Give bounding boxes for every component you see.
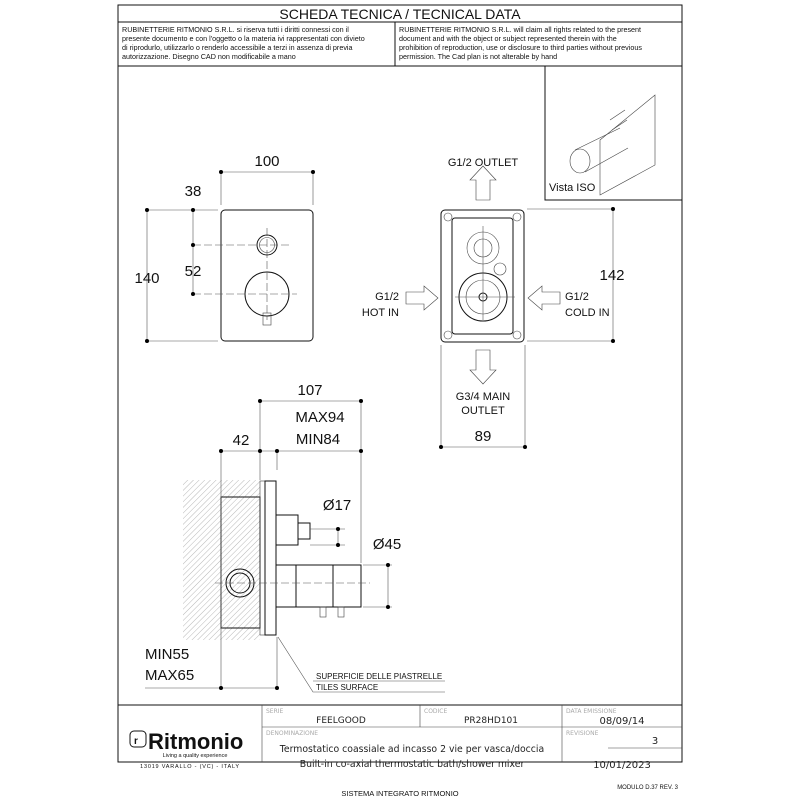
description-it: Termostatico coassiale ad incasso 2 vie …	[279, 744, 544, 755]
svg-text:prohibition of reproduction,: prohibition of reproduction, use or disc…	[399, 43, 642, 52]
address: 13019 VARALLO - (VC) - ITALY	[140, 764, 240, 770]
modulo-label: MODULO D.37 REV. 3	[617, 785, 678, 791]
svg-text:presente documento e con l'ogg: presente documento e con l'oggetto o la …	[122, 34, 365, 43]
dim-height: 140	[134, 270, 159, 287]
ritmonio-logo: r Ritmonio	[129, 729, 243, 754]
svg-text:G1/2 OUTLET: G1/2 OUTLET	[448, 157, 519, 169]
main-outlet-arrow-icon	[469, 349, 497, 385]
svg-text:OUTLET: OUTLET	[461, 405, 505, 417]
outlet-arrow-icon	[469, 165, 497, 201]
tagline: Living a quality experience	[163, 753, 228, 759]
svg-text:MIN55: MIN55	[145, 646, 189, 663]
svg-text:COLD IN: COLD IN	[565, 307, 610, 319]
svg-text:107: 107	[297, 382, 322, 399]
tiles-label-en: TILES SURFACE	[316, 683, 378, 692]
side-view: 107 MAX94 MIN84 42 Ø17 Ø45 MIN55 MAX65 S…	[145, 382, 445, 693]
svg-text:G1/2: G1/2	[375, 291, 399, 303]
codice-value: PR28HD101	[464, 716, 518, 726]
revision-number: 3	[652, 736, 658, 747]
svg-text:REVISIONE: REVISIONE	[566, 730, 599, 737]
serie-value: FEELGOOD	[316, 716, 366, 726]
system-label: SISTEMA INTEGRATO RITMONIO	[341, 789, 458, 798]
svg-text:89: 89	[475, 428, 492, 445]
iso-view: Vista ISO	[544, 66, 682, 201]
dim-width: 100	[254, 153, 279, 170]
svg-text:DENOMINAZIONE: DENOMINAZIONE	[266, 730, 318, 737]
data-value: 08/09/14	[600, 716, 645, 727]
sheet-title: SCHEDA TECNICA / TECNICAL DATA	[279, 6, 521, 22]
revision-date: 10/01/2023	[593, 760, 651, 771]
svg-text:RUBINETTERIE RITMONIO S.R.L. s: RUBINETTERIE RITMONIO S.R.L. si riserva …	[122, 25, 349, 34]
box-view: G1/2 OUTLET G1/2 HOT IN G1/2 COLD IN G3/…	[362, 157, 625, 449]
svg-text:autorizzazione. Disegno CAD no: autorizzazione. Disegno CAD non modifica…	[122, 52, 296, 61]
svg-text:Ø45: Ø45	[373, 536, 401, 553]
svg-text:HOT IN: HOT IN	[362, 307, 399, 319]
description-en: Built-in co-axial thermostatic bath/show…	[300, 759, 525, 770]
notice-english: RUBINETTERIE RITMONIO S.R.L. will claim …	[399, 25, 642, 61]
svg-text:MAX65: MAX65	[145, 667, 194, 684]
svg-text:SERIE: SERIE	[266, 708, 284, 715]
svg-text:142: 142	[599, 267, 624, 284]
front-view: 100 140 38 52	[134, 153, 315, 343]
svg-text:document and with the object o: document and with the object or subject …	[399, 34, 617, 43]
svg-text:Ritmonio: Ritmonio	[148, 729, 243, 754]
tiles-label-it: SUPERFICIE DELLE PIASTRELLE	[316, 672, 442, 681]
iso-view-label: Vista ISO	[549, 182, 596, 194]
sheet-border	[117, 4, 683, 763]
dim-spacing: 52	[185, 263, 202, 280]
dim-offset-top: 38	[185, 183, 202, 200]
hot-in-arrow-icon	[405, 285, 439, 311]
svg-text:Ø17: Ø17	[323, 497, 351, 514]
svg-text:MAX94: MAX94	[295, 409, 344, 426]
svg-text:r: r	[134, 736, 138, 747]
svg-text:42: 42	[233, 432, 250, 449]
svg-text:MIN84: MIN84	[296, 431, 340, 448]
svg-text:G1/2: G1/2	[565, 291, 589, 303]
notice-italian: RUBINETTERIE RITMONIO S.R.L. si riserva …	[122, 25, 365, 61]
svg-text:DATA EMISSIONE: DATA EMISSIONE	[566, 708, 617, 715]
svg-text:di riprodurlo, utilizzarlo o r: di riprodurlo, utilizzarlo o renderlo ac…	[122, 43, 353, 52]
svg-text:RUBINETTERIE RITMONIO S.R.L. w: RUBINETTERIE RITMONIO S.R.L. will claim …	[399, 25, 641, 34]
title-block: r Ritmonio Living a quality experience 1…	[118, 704, 682, 771]
svg-text:G3/4 MAIN: G3/4 MAIN	[456, 391, 510, 403]
svg-text:CODICE: CODICE	[424, 708, 447, 715]
cold-in-arrow-icon	[527, 285, 561, 311]
svg-text:permission. The Cad plan is n: permission. The Cad plan is not alterabl…	[399, 52, 557, 61]
